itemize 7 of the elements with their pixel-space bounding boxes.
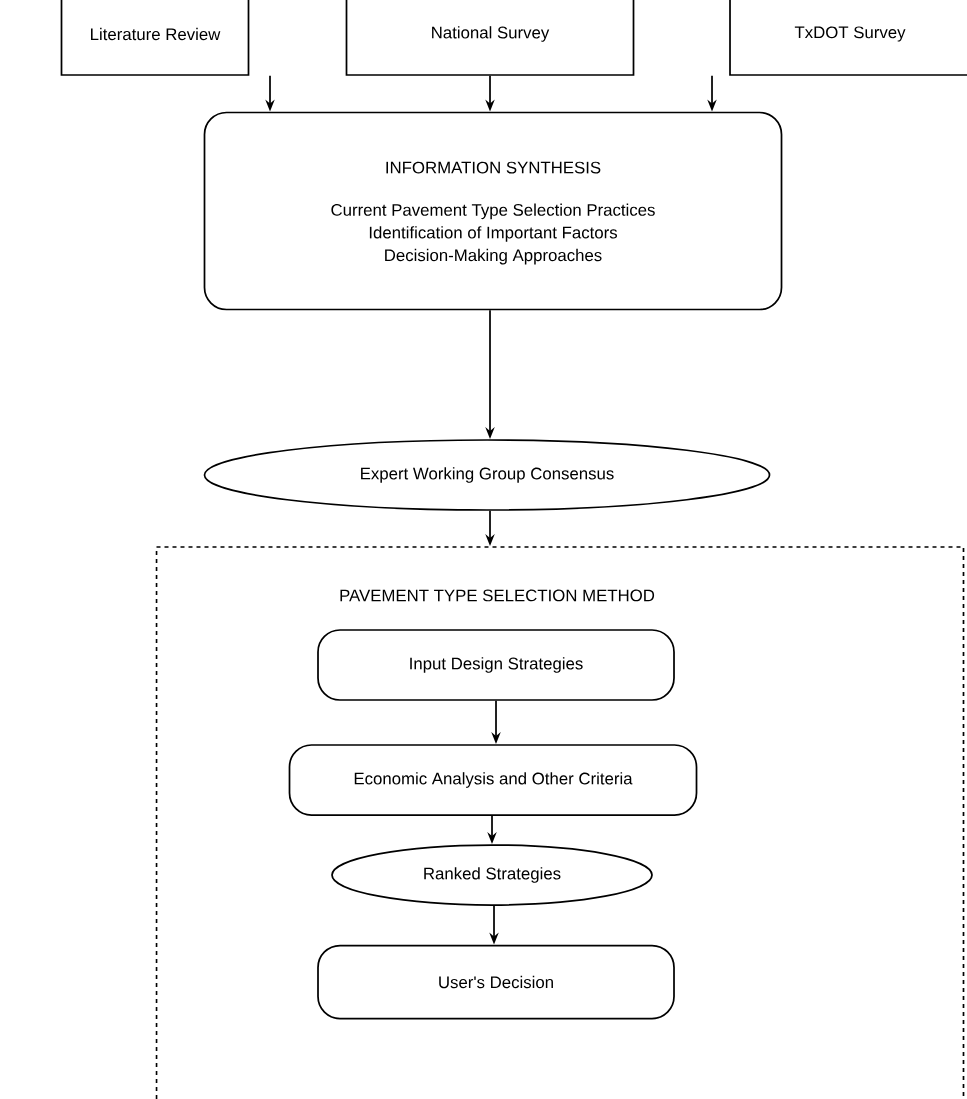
source-box: National Survey: [345, 0, 635, 76]
process-box: Input Design Strategies: [317, 629, 675, 701]
process-box: INFORMATION SYNTHESIS Current Pavement Type Selection Practices Identification of Important Factors Decision-Making Approaches: [203, 111, 783, 311]
source-box: TxDOT Survey: [729, 0, 967, 76]
process-box: User's Decision: [317, 944, 675, 1020]
source-box: Literature Review: [60, 0, 250, 76]
process-box: Economic Analysis and Other Criteria: [288, 744, 698, 816]
